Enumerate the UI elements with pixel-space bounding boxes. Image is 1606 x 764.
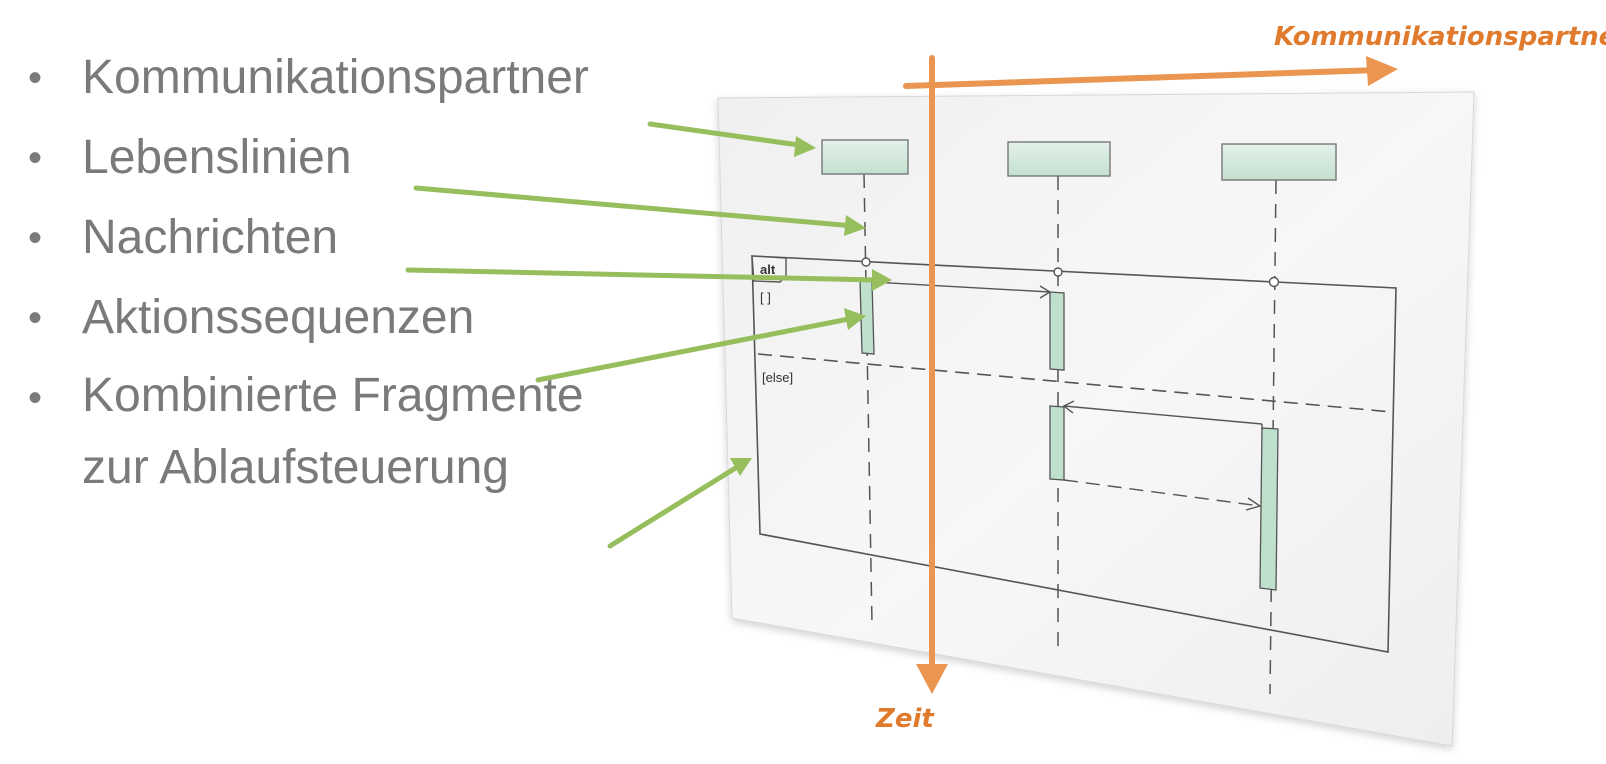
pointer-to-lifeline xyxy=(413,185,857,229)
pointer-to-partner-head xyxy=(794,136,816,157)
bullet-item-lifelines: • Lebenslinien xyxy=(20,118,589,198)
activation-bar-2 xyxy=(1049,291,1065,371)
reply-message-arrowhead xyxy=(1245,497,1262,511)
time-axis-arrowhead xyxy=(916,664,948,694)
bullet-item-communication-partners: • Kommunikationspartner xyxy=(20,38,589,118)
bullet-item-action-sequences: • Aktionssequenzen xyxy=(20,278,589,358)
interaction-point-2 xyxy=(1053,267,1063,277)
pointer-to-activation-head xyxy=(844,308,866,330)
bullet-text: Aktionssequenzen xyxy=(82,291,475,344)
interaction-point-3 xyxy=(1268,276,1280,288)
pointer-to-fragment-head xyxy=(730,458,752,476)
guard-condition-else: [else] xyxy=(762,370,793,385)
bullet-item-messages: • Nachrichten xyxy=(20,198,589,278)
lifeline-3 xyxy=(1269,179,1277,695)
bullet-text-continued: zur Ablaufsteuerung xyxy=(82,441,509,494)
bullet-text: Kommunikationspartner xyxy=(82,51,589,104)
lifeline-head-3 xyxy=(1221,143,1337,181)
fragment-operator: alt xyxy=(760,262,776,277)
lifeline-head-2 xyxy=(1007,141,1111,177)
bullet-list: • Kommunikationspartner • Lebenslinien •… xyxy=(20,38,589,506)
pointer-to-message xyxy=(405,267,881,283)
activation-bar-3 xyxy=(1049,405,1065,481)
pointer-to-lifeline-head xyxy=(844,215,866,236)
pointer-to-fragment xyxy=(607,461,745,549)
message-1 xyxy=(871,281,1051,293)
guard-condition-1: [ ] xyxy=(760,290,771,305)
bullet-dot: • xyxy=(28,376,43,420)
bullet-text: Kombinierte Fragmente xyxy=(82,369,584,422)
message-1-arrowhead xyxy=(1039,285,1052,299)
bullet-item-combined-fragments: • Kombinierte Fragmente zur Ablaufsteuer… xyxy=(20,358,589,506)
bullet-text: Lebenslinien xyxy=(82,131,352,184)
green-pointer-arrows xyxy=(405,121,892,549)
reply-message xyxy=(1063,479,1261,507)
lifeline-head-1 xyxy=(821,139,909,175)
pointer-to-partner xyxy=(647,121,809,149)
activation-bar-4 xyxy=(1259,427,1279,591)
bullet-dot: • xyxy=(28,216,43,260)
bullet-dot: • xyxy=(28,56,43,100)
message-2 xyxy=(1063,405,1263,425)
bullet-dot: • xyxy=(28,136,43,180)
diagram-panel xyxy=(717,91,1475,747)
message-2-arrowhead xyxy=(1062,400,1075,414)
interaction-point-1 xyxy=(861,257,871,267)
bullet-dot: • xyxy=(28,296,43,340)
combined-fragment-frame xyxy=(751,255,1397,653)
pointer-to-activation xyxy=(535,315,857,383)
partner-axis-arrowhead xyxy=(1366,56,1398,86)
time-axis-label: Zeit xyxy=(876,704,934,734)
partner-axis-label: Kommunikationspartner xyxy=(1274,22,1606,52)
pointer-to-message-head xyxy=(872,269,892,291)
operand-separator xyxy=(757,353,1393,413)
partner-axis xyxy=(903,67,1381,89)
lifeline-1 xyxy=(863,173,873,625)
bullet-text: Nachrichten xyxy=(82,211,339,264)
